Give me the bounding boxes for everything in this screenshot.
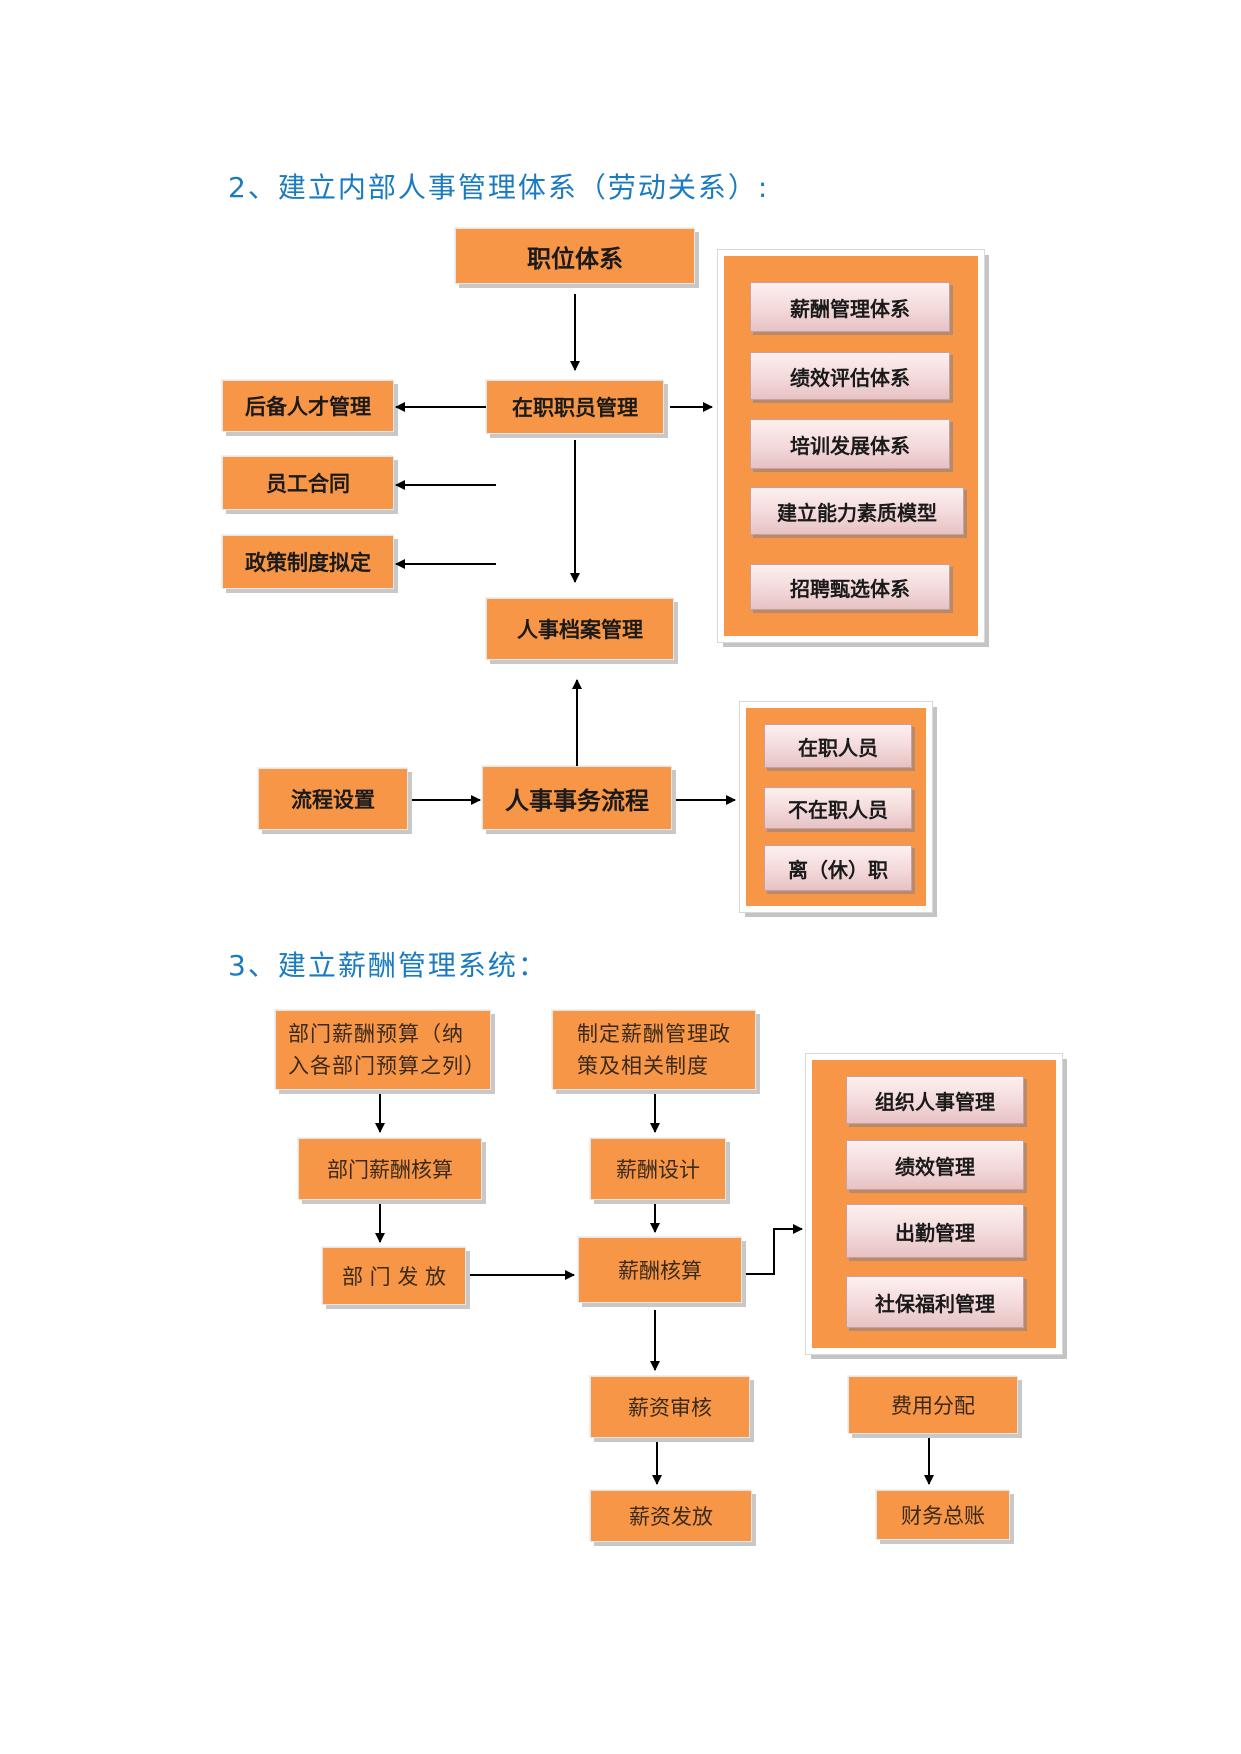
module-item: 出勤管理 <box>846 1204 1024 1258</box>
salary-issue-box: 薪资发放 <box>590 1490 752 1542</box>
system-item: 绩效评估体系 <box>750 352 950 400</box>
system-item: 建立能力素质模型 <box>750 487 964 535</box>
policy-drafting-box: 政策制度拟定 <box>222 535 394 589</box>
module-item: 绩效管理 <box>846 1140 1024 1190</box>
dept-budget-box: 部门薪酬预算（纳入各部门预算之列） <box>275 1010 491 1090</box>
staff-status-item: 不在职人员 <box>764 787 912 829</box>
job-system-box: 职位体系 <box>455 228 695 284</box>
reserve-talent-box: 后备人才管理 <box>222 380 394 432</box>
section2-heading: 2、建立内部人事管理体系（劳动关系）: <box>228 171 770 204</box>
dept-budget-line2: 入各部门预算之列） <box>288 1054 486 1078</box>
module-item: 组织人事管理 <box>846 1076 1024 1124</box>
staff-status-item: 离（休）职 <box>764 845 912 891</box>
dept-budget-line1: 部门薪酬预算（纳 <box>288 1022 464 1046</box>
process-setup-box: 流程设置 <box>258 768 408 830</box>
module-item: 社保福利管理 <box>846 1276 1024 1328</box>
policy-box: 制定薪酬管理政策及相关制度 <box>552 1010 756 1090</box>
salary-audit-box: 薪资审核 <box>590 1376 750 1438</box>
employee-contract-box: 员工合同 <box>222 456 394 510</box>
salary-calculation-box: 薪酬核算 <box>578 1237 742 1303</box>
system-item: 薪酬管理体系 <box>750 282 950 332</box>
hr-archive-box: 人事档案管理 <box>486 598 674 660</box>
policy-line1: 制定薪酬管理政 <box>577 1022 731 1046</box>
dept-calculation-box: 部门薪酬核算 <box>298 1138 482 1200</box>
arrow-calc-to-modules <box>746 1224 803 1275</box>
staff-management-box: 在职职员管理 <box>486 380 664 434</box>
dept-issue-box: 部 门 发 放 <box>322 1247 466 1305</box>
system-item: 培训发展体系 <box>750 419 950 469</box>
system-item: 招聘甄选体系 <box>750 564 950 610</box>
salary-design-box: 薪酬设计 <box>590 1138 726 1200</box>
section3-heading: 3、建立薪酬管理系统： <box>228 949 548 982</box>
hr-affairs-process-box: 人事事务流程 <box>482 766 672 830</box>
staff-status-item: 在职人员 <box>764 724 912 768</box>
cost-allocation-box: 费用分配 <box>848 1376 1018 1434</box>
general-ledger-box: 财务总账 <box>876 1490 1010 1540</box>
policy-line2: 策及相关制度 <box>577 1054 709 1078</box>
